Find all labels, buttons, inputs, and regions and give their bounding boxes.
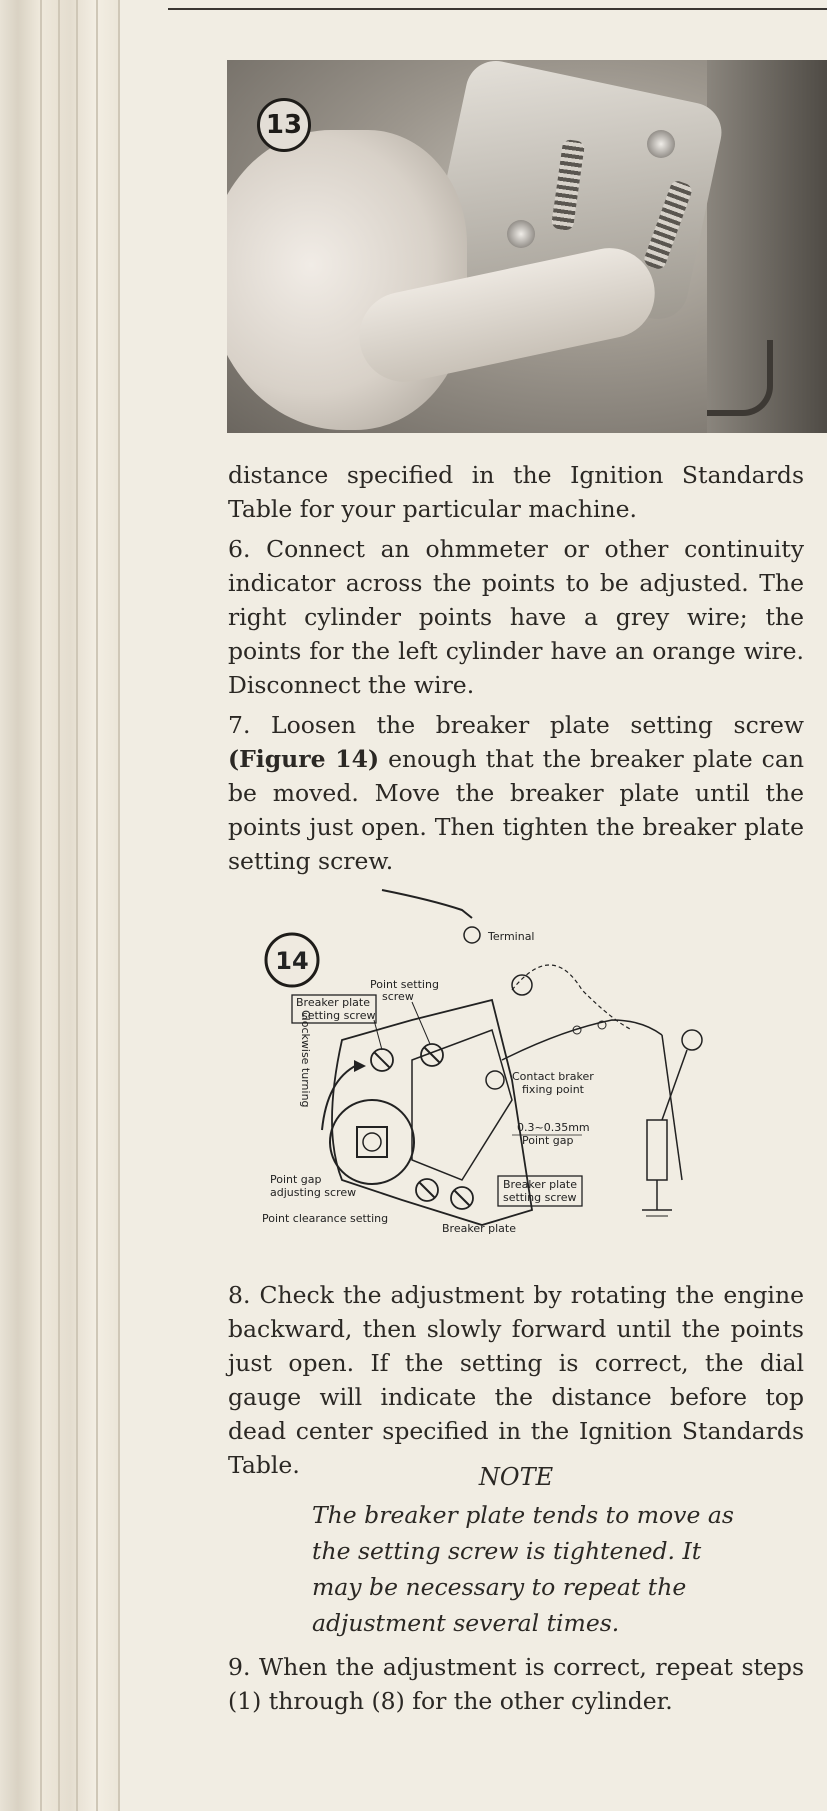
label-contact-breaker: Contact braker [512, 1070, 594, 1083]
label-point-setting: Point setting [370, 978, 439, 991]
figure-14-number: 14 [275, 947, 308, 975]
label-breaker-plate: Breaker plate [442, 1222, 516, 1235]
body-text-upper: distance specified in the Ignition Stand… [228, 458, 804, 884]
book-binding-edge [0, 0, 120, 1811]
step-9-block: 9. When the adjustment is correct, repea… [228, 1650, 804, 1724]
step-8: 8. Check the adjustment by rotating the … [228, 1281, 804, 1479]
cam [329, 1099, 415, 1185]
figure-14-ref: (Figure 14) [228, 745, 380, 773]
top-rule [168, 8, 827, 10]
label-screw: screw [382, 990, 414, 1003]
contact-point [485, 1070, 505, 1090]
label-breaker-plate-tl: Breaker plate [296, 996, 370, 1009]
label-setting-screw-br: setting screw [503, 1191, 576, 1204]
screw-dot [647, 130, 675, 158]
screw-dot [507, 220, 535, 248]
note-body: The breaker plate tends to move as the s… [312, 1501, 734, 1637]
figure-13-number-badge: 13 [257, 98, 311, 152]
step-9: 9. When the adjustment is correct, repea… [228, 1653, 804, 1715]
label-adjusting-screw: adjusting screw [270, 1186, 356, 1199]
breaker-plate-outline [331, 998, 534, 1226]
point-setting-screw [420, 1043, 444, 1067]
paragraph-intro: distance specified in the Ignition Stand… [228, 461, 804, 523]
breaker-plate-screw-bottom [450, 1186, 474, 1210]
point-gap-adjusting-screw [415, 1178, 439, 1202]
figure-14-number-badge [264, 932, 320, 988]
label-box-bottom-right [497, 1175, 583, 1207]
label-box-top-left [291, 994, 377, 1024]
wire-terminal-screw [511, 974, 533, 996]
step-6: 6. Connect an ohmmeter or other continui… [228, 535, 804, 699]
figure-14-diagram: 14 Terminal Breaker plate setting screw … [262, 889, 703, 1235]
label-gap-value: 0.3~0.35mm [517, 1121, 590, 1134]
note-title: NOTE [478, 1463, 554, 1491]
condenser [646, 1119, 668, 1181]
label-fixing-point: fixing point [522, 1083, 585, 1096]
label-terminal: Terminal [487, 930, 535, 943]
label-clockwise-turning: Clockwise turning [299, 1010, 312, 1108]
label-setting-screw-tl: setting screw [302, 1009, 375, 1022]
body-text-lower: 8. Check the adjustment by rotating the … [228, 1278, 804, 1488]
label-breaker-plate-br: Breaker plate [503, 1178, 577, 1191]
label-point-gap-adjusting: Point gap [270, 1173, 322, 1186]
step-7: 7. Loosen the breaker plate setting scre… [228, 711, 804, 875]
label-point-gap: Point gap [522, 1134, 574, 1147]
figure-13-photo: 13 [227, 60, 827, 433]
wire [707, 340, 773, 416]
label-point-clearance-setting: Point clearance setting [262, 1212, 388, 1225]
hand [227, 130, 467, 430]
